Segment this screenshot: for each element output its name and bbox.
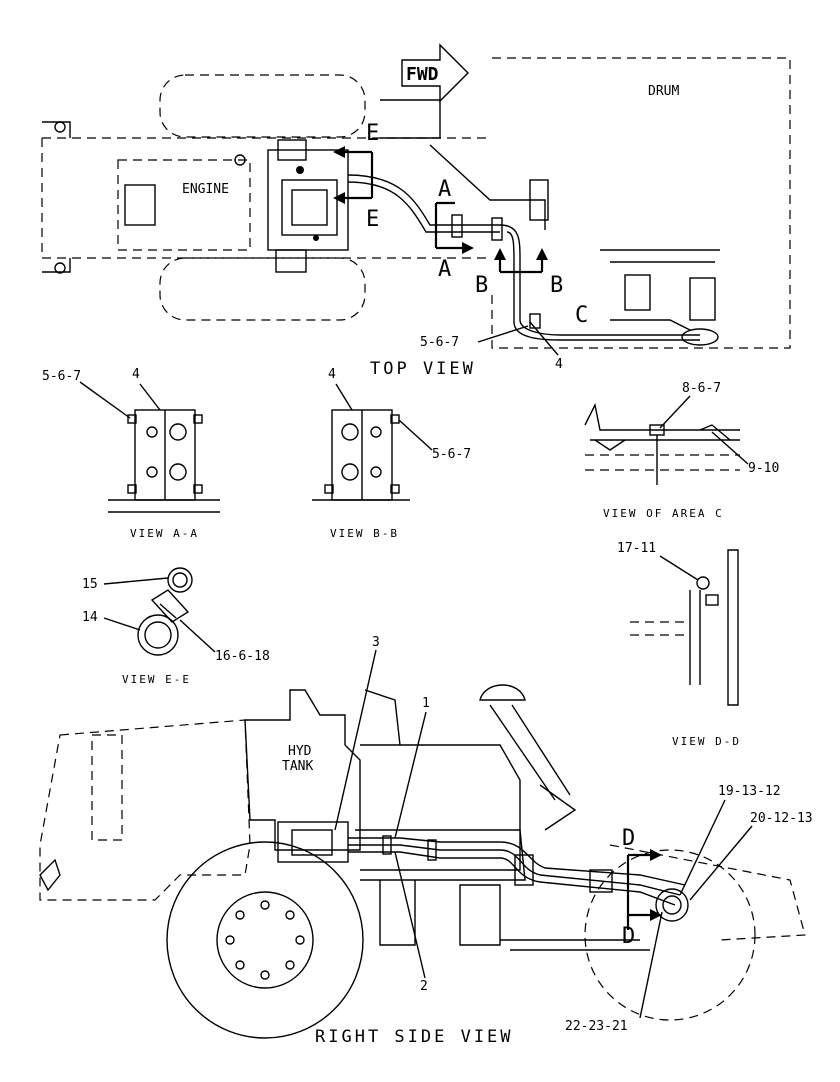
hose-side-1 bbox=[348, 844, 681, 896]
callout-c-8-6-7: 8-6-7 bbox=[682, 381, 721, 396]
callout-side-3: 3 bbox=[372, 635, 380, 650]
top-view-title: TOP VIEW bbox=[370, 359, 476, 379]
callout-c-9-10: 9-10 bbox=[748, 461, 779, 476]
hose-top-1 bbox=[347, 174, 500, 226]
view-d-d-title: VIEW D-D bbox=[672, 735, 741, 748]
right-side-view-title: RIGHT SIDE VIEW bbox=[315, 1027, 514, 1047]
callout-side-1: 1 bbox=[422, 696, 430, 711]
hose-top-2 bbox=[499, 224, 700, 336]
view-e-e: 15 14 16-6-18 VIEW E-E bbox=[82, 567, 270, 686]
callout-bb-5-6-7: 5-6-7 bbox=[432, 447, 471, 462]
hyd-tank bbox=[244, 689, 361, 851]
section-e-top-label: E bbox=[366, 121, 379, 146]
callout-ee-15: 15 bbox=[82, 577, 98, 592]
section-b-right-label: B bbox=[550, 273, 563, 298]
engine-label: ENGINE bbox=[182, 182, 229, 197]
view-a-a: 5-6-7 4 VIEW A-A bbox=[42, 367, 220, 540]
callout-top-5-6-7: 5-6-7 bbox=[420, 335, 459, 350]
engine-block bbox=[117, 159, 251, 251]
callout-aa-5-6-7: 5-6-7 bbox=[42, 369, 81, 384]
right-side-view: HYD TANK bbox=[39, 635, 813, 1047]
section-d-marker: D D bbox=[622, 826, 662, 949]
view-area-c-title: VIEW OF AREA C bbox=[603, 507, 724, 520]
view-area-c: 8-6-7 9-10 VIEW OF AREA C bbox=[584, 381, 779, 520]
section-e-bottom-label: E bbox=[366, 207, 379, 232]
callout-side-2: 2 bbox=[420, 979, 428, 994]
chassis-frame bbox=[41, 137, 492, 259]
view-b-b-title: VIEW B-B bbox=[330, 527, 399, 540]
section-b-left-label: B bbox=[475, 273, 488, 298]
rear-tire-top bbox=[159, 257, 366, 321]
front-wheel bbox=[166, 841, 364, 1039]
fwd-label: FWD bbox=[406, 64, 439, 85]
callout-bb-4: 4 bbox=[328, 367, 336, 382]
steering-wheel bbox=[479, 684, 526, 701]
section-a-marker: A A bbox=[434, 177, 474, 282]
callout-dd-17-11: 17-11 bbox=[617, 541, 656, 556]
hyd-tank-label-2: TANK bbox=[282, 759, 313, 774]
view-a-a-title: VIEW A-A bbox=[130, 527, 199, 540]
section-a-top-label: A bbox=[438, 177, 451, 202]
section-c-label: C bbox=[575, 303, 588, 328]
wheel-lug-nuts bbox=[225, 900, 305, 980]
pump-assembly-top bbox=[234, 139, 349, 273]
section-d-bottom-label: D bbox=[622, 924, 635, 949]
view-e-e-title: VIEW E-E bbox=[122, 673, 191, 686]
section-d-top-label: D bbox=[622, 826, 635, 851]
section-b-marker: B B bbox=[475, 248, 563, 298]
callout-ee-16-6-18: 16-6-18 bbox=[215, 649, 270, 664]
drum-label: DRUM bbox=[648, 84, 679, 99]
callout-side-22-23-21: 22-23-21 bbox=[565, 1019, 628, 1034]
callout-side-20-12-13: 20-12-13 bbox=[750, 811, 813, 826]
view-b-b: 4 5-6-7 VIEW B-B bbox=[312, 367, 471, 540]
callout-aa-4: 4 bbox=[132, 367, 140, 382]
drum-wheel bbox=[584, 849, 756, 1021]
hood-outline bbox=[39, 719, 251, 901]
section-e-marker: E E bbox=[333, 121, 379, 232]
callout-side-19-13-12: 19-13-12 bbox=[718, 784, 781, 799]
drum-outline bbox=[491, 57, 791, 349]
pump-assembly-side bbox=[277, 821, 349, 863]
hyd-tank-label-1: HYD bbox=[288, 744, 312, 759]
callout-top-4: 4 bbox=[555, 357, 563, 372]
fwd-arrow: FWD bbox=[401, 43, 469, 103]
callout-ee-14: 14 bbox=[82, 610, 98, 625]
top-view: FWD DRUM ENGINE bbox=[41, 43, 791, 379]
view-d-d: 17-11 VIEW D-D bbox=[617, 541, 741, 748]
section-a-bottom-label: A bbox=[438, 257, 451, 282]
front-tire-top bbox=[159, 74, 366, 138]
